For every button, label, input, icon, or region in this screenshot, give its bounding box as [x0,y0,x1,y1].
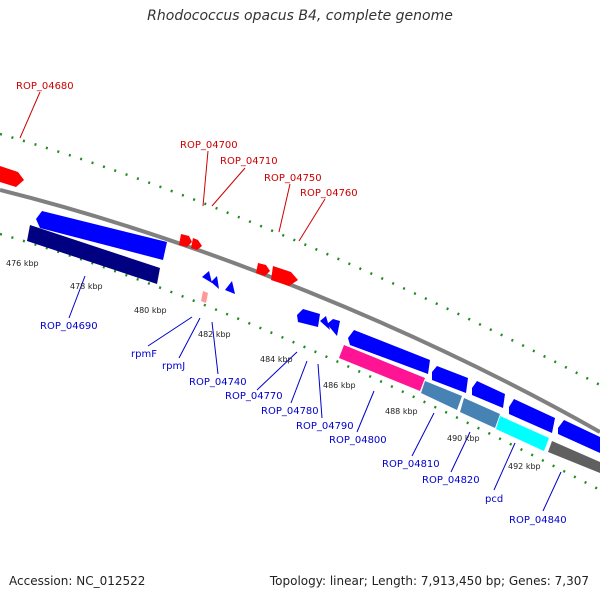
gene-label-rop04700[interactable]: ROP_04700 [180,140,238,151]
gene-label-rpmJ[interactable]: rpmJ [162,361,185,372]
scale-label-484: 484 kbp [260,355,293,364]
scale-label-478: 478 kbp [70,282,103,291]
scale-label-492: 492 kbp [508,462,541,471]
gene-rop04680[interactable] [0,166,24,187]
scale-label-482: 482 kbp [198,330,231,339]
reverse-genes [27,211,600,473]
gene-rop04760[interactable] [271,266,298,286]
gene-rop04840-upper[interactable] [558,420,600,453]
gene-rop04790[interactable] [327,319,340,336]
gene-label-rop04740[interactable]: ROP_04740 [189,377,247,388]
gene-label-rop04780[interactable]: ROP_04780 [261,406,319,417]
gene-label-pcd[interactable]: pcd [485,494,503,505]
gene-pcd-upper[interactable] [509,399,555,433]
gene-rop04800-upper[interactable] [348,330,430,374]
gene-label-rop04800[interactable]: ROP_04800 [329,435,387,446]
gene-pcd[interactable] [496,416,549,451]
gene-rop04780[interactable] [320,316,330,330]
gene-label-rop04690[interactable]: ROP_04690 [40,321,98,332]
gene-rop04770[interactable] [297,309,320,327]
topology-text: Topology: linear; Length: 7,913,450 bp; … [269,574,589,588]
genome-backbone [0,188,600,434]
scale-label-486: 486 kbp [323,381,356,390]
gene-rop04710[interactable] [191,238,202,250]
gene-rop04840[interactable] [548,441,600,473]
gene-rop04810[interactable] [421,381,462,410]
gene-rop04820-upper[interactable] [472,381,505,408]
gene-label-rop04790[interactable]: ROP_04790 [296,421,354,432]
lower-tick-track [0,232,600,492]
gene-label-rop04750[interactable]: ROP_04750 [264,173,322,184]
gene-rop04810-upper[interactable] [432,366,468,393]
gene-label-rop04760[interactable]: ROP_04760 [300,188,358,199]
gene-rpmF[interactable] [202,271,212,283]
gene-label-rop04810[interactable]: ROP_04810 [382,459,440,470]
map-title: Rhodococcus opacus B4, complete genome [147,8,453,24]
gene-label-rop04770[interactable]: ROP_04770 [225,391,283,402]
gene-label-rop04680[interactable]: ROP_04680 [16,81,74,92]
scale-label-476: 476 kbp [6,259,39,268]
accession-text: Accession: NC_012522 [9,574,146,588]
forward-genes [0,166,298,286]
gene-label-rop04840[interactable]: ROP_04840 [509,515,567,526]
gene-rop04820[interactable] [460,398,500,428]
gene-label-rop04710[interactable]: ROP_04710 [220,156,278,167]
gene-rop04750[interactable] [256,263,270,276]
gene-rpmJ[interactable] [211,276,219,289]
scale-label-488: 488 kbp [385,407,418,416]
gene-rop04690[interactable] [27,225,160,284]
gene-rop04690-upper[interactable] [36,211,167,260]
scale-label-490: 490 kbp [447,434,480,443]
leader-lines [19,91,562,512]
gene-rop04700[interactable] [179,234,192,247]
gene-rop04740[interactable] [225,281,235,294]
gene-label-rop04820[interactable]: ROP_04820 [422,475,480,486]
scale-label-480: 480 kbp [134,306,167,315]
gene-rop04800[interactable] [339,345,425,391]
gene-pink-small[interactable] [201,291,208,303]
gene-label-rpmF[interactable]: rpmF [131,349,157,360]
